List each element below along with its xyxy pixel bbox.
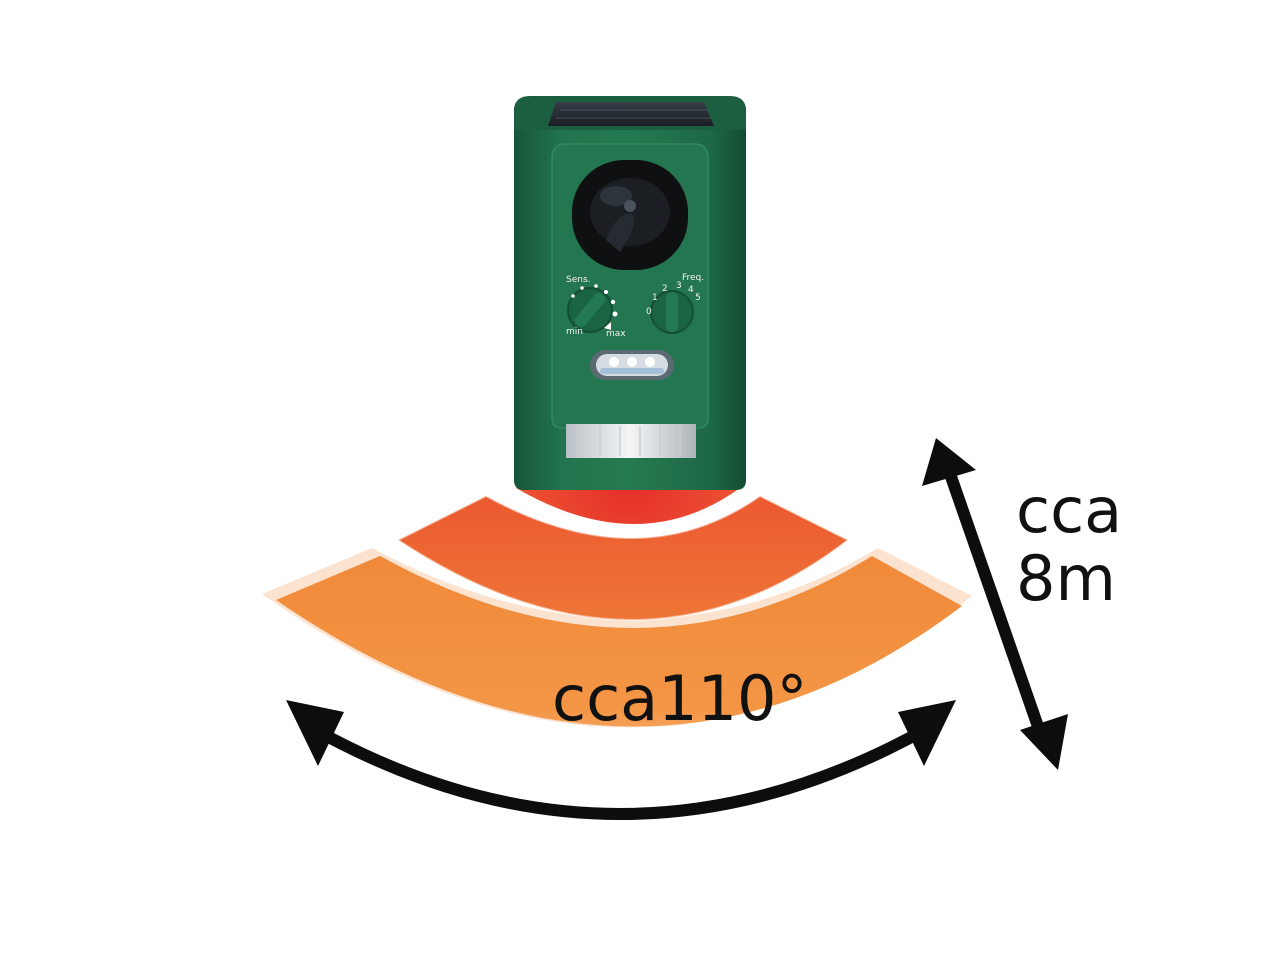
- max-label: max: [606, 329, 626, 339]
- angle-label: cca110°: [552, 662, 808, 735]
- detection-zone-outer: [262, 548, 972, 728]
- range-label-line2: 8m: [1016, 542, 1116, 615]
- lower-sensor-window: [566, 424, 696, 458]
- range-label-line1: cca: [1016, 474, 1123, 547]
- solar-panel-icon: [548, 102, 714, 126]
- frequency-marks: 0 1 2 3 4 5: [646, 281, 701, 317]
- frequency-knob-icon: [650, 290, 694, 334]
- sensitivity-label: Sens.: [566, 275, 591, 285]
- detection-zone-middle: [396, 494, 850, 621]
- min-label: min: [566, 327, 583, 337]
- freq-mark-4: 4: [688, 285, 694, 295]
- freq-mark-1: 1: [652, 293, 658, 303]
- led-strip-icon: [590, 350, 674, 380]
- freq-mark-0: 0: [646, 307, 652, 317]
- sensitivity-knob-icon: [567, 284, 618, 333]
- repeller-device: Sens. Freq. min max 0 1 2 3 4 5: [514, 96, 746, 490]
- freq-mark-5: 5: [695, 293, 701, 303]
- frequency-label: Freq.: [682, 273, 704, 283]
- pir-sensor-icon: [572, 160, 688, 270]
- freq-mark-2: 2: [662, 284, 668, 294]
- angle-arrow-icon: [286, 700, 956, 820]
- freq-mark-3: 3: [676, 281, 682, 291]
- range-arrow-icon: [922, 438, 1068, 770]
